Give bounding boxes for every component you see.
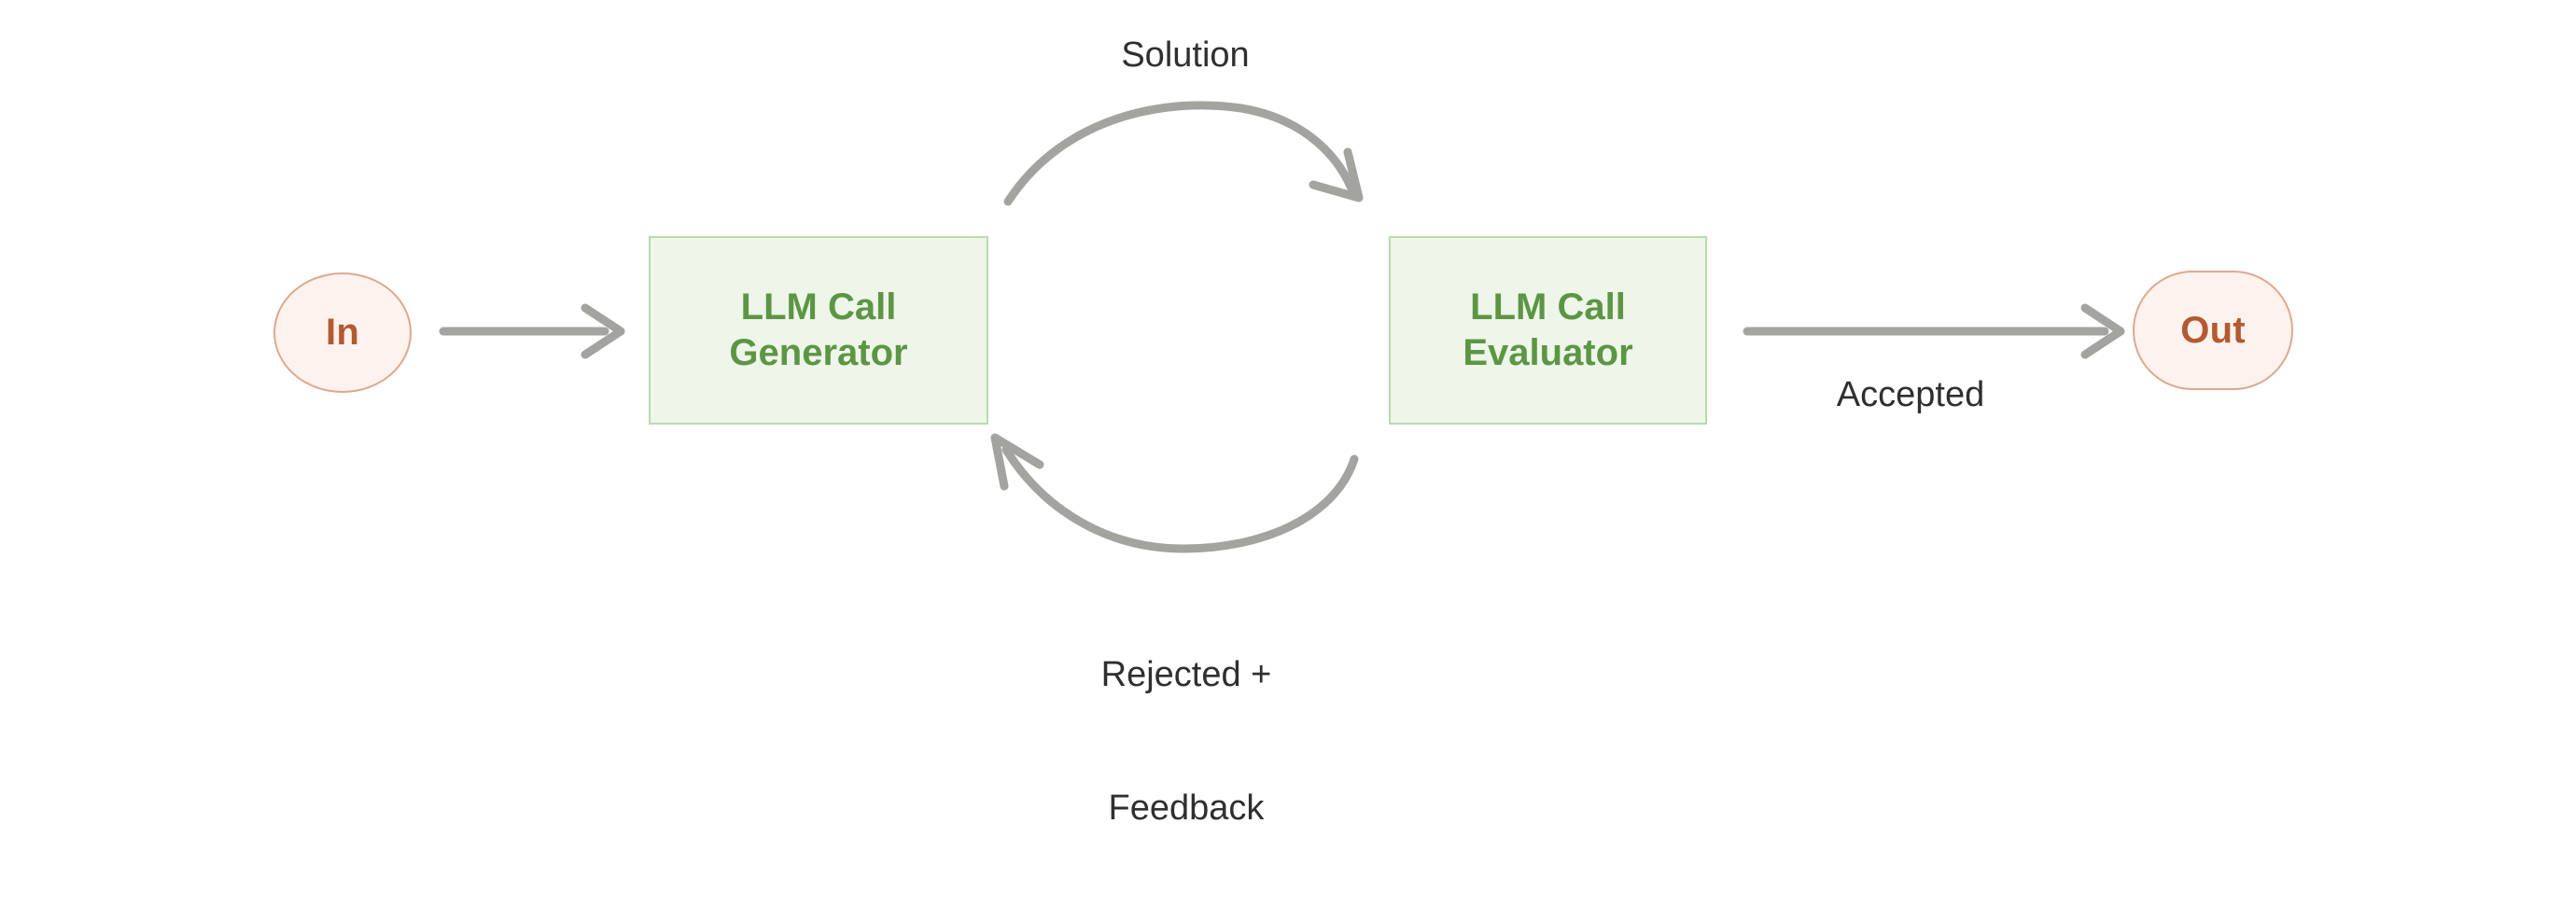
edge-generator-to-evaluator <box>1003 101 1364 206</box>
edge-label-solution: Solution <box>1121 35 1250 75</box>
edge-label-rejected-line-1: Rejected + <box>1100 654 1272 694</box>
node-llm-call-evaluator[interactable]: LLM Call Evaluator <box>1389 236 1707 425</box>
node-generator-label-line-2: Generator <box>729 332 908 373</box>
node-evaluator-label-line-2: Evaluator <box>1463 332 1633 373</box>
node-out-label: Out <box>2180 309 2246 351</box>
node-llm-call-generator[interactable]: LLM Call Generator <box>649 236 988 425</box>
node-evaluator-label-line-1: LLM Call <box>1470 286 1626 328</box>
edge-evaluator-to-generator <box>990 433 1359 553</box>
edge-label-accepted: Accepted <box>1836 375 1985 414</box>
diagram-canvas: In LLM Call Generator LLM Call Evaluator… <box>273 35 2293 829</box>
edge-evaluator-to-generator-arc <box>1001 445 1359 553</box>
edge-evaluator-to-out-arrowhead <box>2080 303 2125 359</box>
edge-evaluator-to-out <box>1743 303 2125 359</box>
node-generator-label-line-1: LLM Call <box>740 286 897 328</box>
node-out[interactable]: Out <box>2133 271 2293 390</box>
edge-generator-to-evaluator-arrowhead <box>1309 147 1364 202</box>
edge-in-to-generator <box>439 303 625 359</box>
edge-label-rejected-line-2: Feedback <box>1108 788 1265 829</box>
node-in[interactable]: In <box>273 272 412 393</box>
edge-label-rejected-feedback: Rejected + Feedback <box>1101 564 1272 921</box>
node-in-label: In <box>326 312 359 353</box>
edge-generator-to-evaluator-arc <box>1003 101 1356 206</box>
edge-in-to-generator-arrowhead <box>581 303 625 359</box>
edge-evaluator-to-generator-arrowhead <box>990 433 1044 491</box>
